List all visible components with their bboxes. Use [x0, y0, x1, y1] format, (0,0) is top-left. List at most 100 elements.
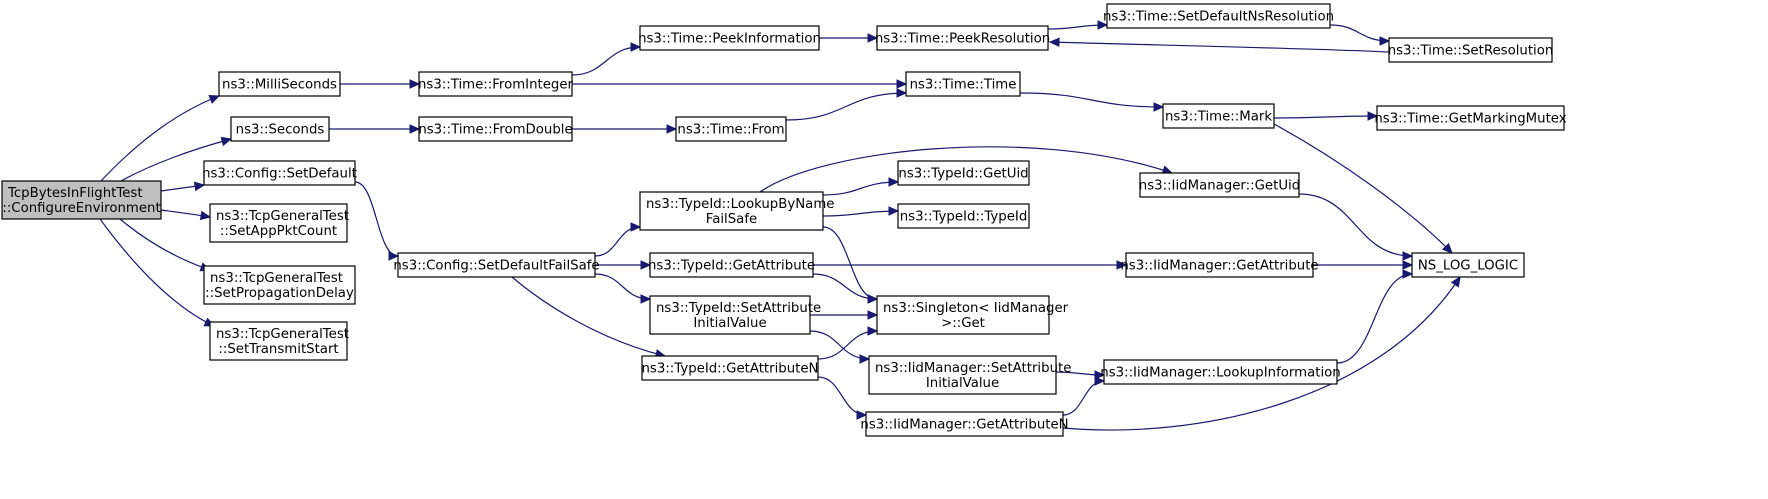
edge-line	[100, 95, 220, 182]
node-label: ns3::TypeId::TypeId	[900, 210, 1028, 225]
arrow-head	[1402, 269, 1414, 279]
node-label: InitialValue	[926, 376, 999, 391]
node-box	[897, 203, 1030, 229]
edge-mark-to-markingmutex	[1273, 111, 1379, 121]
node-label: ns3::Seconds	[236, 123, 325, 138]
edge-line	[571, 46, 641, 76]
arrow-head	[1048, 37, 1060, 48]
node-nslog[interactable]: NS_LOG_LOGIC	[1411, 252, 1525, 278]
node-iid_getuid[interactable]: ns3::IidManager::GetUid	[1139, 172, 1300, 198]
arrow-head	[208, 94, 221, 104]
node-root[interactable]: TcpBytesInFlightTest::ConfigureEnvironme…	[1, 180, 162, 220]
node-from[interactable]: ns3::Time::From	[675, 116, 787, 142]
node-singleton[interactable]: ns3::Singleton< IidManager>::Get	[876, 295, 1069, 335]
node-peekres[interactable]: ns3::Time::PeekResolution	[875, 25, 1050, 51]
node-settransmit[interactable]: ns3::TcpGeneralTest::SetTransmitStart	[209, 321, 349, 361]
node-seconds[interactable]: ns3::Seconds	[230, 116, 330, 142]
node-label: ns3::TypeId::LookupByName	[646, 197, 834, 212]
node-milli[interactable]: ns3::MilliSeconds	[218, 71, 341, 97]
node-box	[876, 25, 1049, 51]
node-iid_lookupinfo[interactable]: ns3::IidManager::LookupInformation	[1100, 359, 1341, 385]
node-setres[interactable]: ns3::Time::SetResolution	[1388, 37, 1554, 63]
edge-typeid_setattr-to-singleton	[810, 310, 879, 320]
edge-iid_getattr-to-nslog	[1312, 260, 1414, 270]
node-box	[418, 116, 573, 142]
node-box	[639, 25, 820, 51]
node-label: FailSafe	[706, 212, 757, 227]
node-box	[897, 160, 1030, 186]
node-setapppkt[interactable]: ns3::TcpGeneralTest::SetAppPktCount	[209, 203, 349, 243]
edge-line	[817, 376, 867, 416]
edge-root-to-cfg_setdefault	[160, 181, 206, 192]
arrow-head	[1379, 36, 1391, 46]
node-label: ns3::Time::From	[677, 123, 784, 138]
node-peekinfo[interactable]: ns3::Time::PeekInformation	[638, 25, 821, 51]
arrow-head	[888, 206, 900, 216]
node-markingmutex[interactable]: ns3::Time::GetMarkingMutex	[1374, 105, 1567, 131]
node-box	[649, 252, 814, 278]
node-typeid_getuid[interactable]: ns3::TypeId::GetUid	[897, 160, 1030, 186]
arrow-head	[666, 124, 678, 134]
edge-root-to-milli	[100, 94, 221, 182]
edge-frominteger-to-time_time	[572, 79, 908, 89]
node-label: ns3::TypeId::GetAttribute	[648, 259, 815, 274]
node-mark[interactable]: ns3::Time::Mark	[1162, 103, 1275, 129]
edge-root-to-setprop	[119, 218, 212, 272]
node-setprop[interactable]: ns3::TcpGeneralTest::SetPropagationDelay	[203, 265, 356, 305]
node-setdefaultns[interactable]: ns3::Time::SetDefaultNsResolution	[1103, 3, 1334, 29]
node-iid_getattrn[interactable]: ns3::IidManager::GetAttributeN	[860, 411, 1069, 437]
node-box	[203, 160, 356, 186]
node-iid_getattr[interactable]: ns3::IidManager::GetAttribute	[1120, 252, 1319, 278]
arrow-head	[199, 210, 212, 221]
node-label: ns3::Config::SetDefaultFailSafe	[393, 259, 599, 274]
node-fromdouble[interactable]: ns3::Time::FromDouble	[418, 116, 573, 142]
edge-peekinfo-to-peekres	[819, 33, 879, 43]
arrow-head	[859, 354, 871, 364]
arrow-head	[1094, 370, 1106, 380]
node-time_time[interactable]: ns3::Time::Time	[905, 71, 1021, 97]
edge-cfg_failsafe-to-typeid_getattr	[594, 260, 652, 270]
edge-root-to-setapppkt	[160, 209, 212, 221]
edge-line	[785, 92, 907, 121]
node-iid_setattr[interactable]: ns3::IidManager::SetAttributeInitialValu…	[868, 355, 1071, 395]
node-box	[209, 321, 348, 361]
node-label: ns3::Time::GetMarkingMutex	[1374, 112, 1566, 127]
node-label: ns3::Time::SetResolution	[1388, 44, 1554, 59]
node-typeid_getattrn[interactable]: ns3::TypeId::GetAttributeN	[641, 355, 819, 381]
edges-layer	[99, 20, 1461, 431]
node-box	[1139, 172, 1300, 198]
arrow-head	[896, 88, 908, 98]
edge-line	[1062, 276, 1461, 431]
node-box	[418, 71, 573, 97]
node-cfg_setdefault[interactable]: ns3::Config::SetDefault	[202, 160, 357, 186]
node-box	[1103, 359, 1338, 385]
node-label: ns3::Time::FromDouble	[418, 123, 572, 138]
arrow-head	[1116, 260, 1128, 270]
edge-iid_lookupinfo-to-nslog	[1336, 269, 1414, 364]
edge-lookupbyname-to-typeid_getuid	[822, 177, 900, 196]
edge-line	[120, 138, 232, 182]
edge-line	[1273, 123, 1453, 254]
node-box	[1106, 3, 1331, 29]
node-typeid_typeid[interactable]: ns3::TypeId::TypeId	[897, 203, 1030, 229]
edge-line	[1273, 115, 1378, 119]
node-box	[1, 180, 162, 220]
node-label: ns3::Time::Time	[910, 78, 1017, 93]
node-frominteger[interactable]: ns3::Time::FromInteger	[418, 71, 574, 97]
node-typeid_getattr[interactable]: ns3::TypeId::GetAttribute	[648, 252, 815, 278]
node-box	[641, 355, 819, 381]
node-box	[905, 71, 1021, 97]
edge-from-to-time_time	[785, 88, 908, 121]
node-box	[675, 116, 787, 142]
arrow-head	[888, 177, 900, 187]
arrow-head	[896, 79, 908, 89]
node-label: ns3::TcpGeneralTest	[216, 327, 349, 342]
edge-cfg_failsafe-to-typeid_setattr	[594, 273, 652, 304]
node-cfg_failsafe[interactable]: ns3::Config::SetDefaultFailSafe	[393, 252, 600, 278]
arrow-head	[630, 222, 642, 232]
node-label: ns3::Singleton< IidManager	[883, 301, 1069, 316]
arrow-head	[867, 310, 879, 320]
node-box	[203, 265, 356, 305]
